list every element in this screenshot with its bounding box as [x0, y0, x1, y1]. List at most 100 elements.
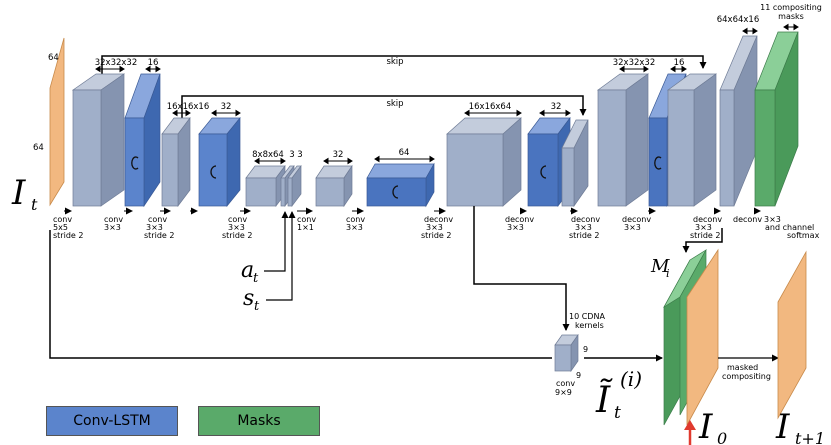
conv-lstm-block-2 — [198, 117, 241, 207]
svg-text:M: M — [650, 256, 670, 277]
masked-compositing-label-a: masked — [727, 363, 758, 372]
op-label-5a: conv — [297, 215, 316, 224]
conv-slab-pair — [280, 164, 302, 208]
svg-text:t: t — [614, 403, 621, 423]
op-label-7a: deconv — [424, 215, 453, 224]
dims-label-9: 32 — [551, 102, 562, 112]
op-label-3b: 3×3 — [146, 223, 163, 232]
masks-path-arrow — [682, 228, 723, 253]
state-label: s t — [243, 286, 260, 314]
dims-label-10: 32x32x32 — [613, 58, 656, 68]
op-label-1a: conv — [53, 215, 72, 224]
conv-block-2 — [161, 116, 191, 208]
svg-text:I: I — [11, 173, 26, 213]
conv-block-4 — [315, 164, 353, 208]
action-state-arrows — [264, 211, 296, 301]
svg-text:(i): (i) — [620, 367, 642, 391]
dims-label-5b-b: 3 — [297, 150, 302, 160]
dims-label-4: 32 — [221, 102, 232, 112]
op-label-4c: stride 2 — [222, 231, 252, 240]
action-label: a t — [241, 258, 259, 286]
skip-top-label: skip — [386, 57, 403, 67]
skip-connection-inner — [181, 95, 587, 118]
dims-label-5b-a: 3 — [289, 150, 294, 160]
mask-stack — [663, 248, 719, 426]
skip-connection-top — [101, 55, 707, 76]
op-label-2b: 3×3 — [104, 223, 121, 232]
op-label-4b: 3×3 — [228, 223, 245, 232]
op-label-8a: deconv — [505, 215, 534, 224]
mask-symbol-label: M i — [650, 256, 670, 280]
dims-label-11: 16 — [674, 58, 685, 68]
svg-text:Ĩ: Ĩ — [595, 379, 613, 421]
output-image-label: I t+1 — [775, 407, 825, 445]
input-bypass-arrow — [49, 230, 663, 362]
dims-label-12: 64x64x16 — [717, 15, 760, 25]
op-label-2a: conv — [104, 215, 123, 224]
dims-label-8: 16x16x64 — [469, 102, 512, 112]
op-label-11b: 3×3 — [695, 223, 712, 232]
svg-text:t: t — [254, 299, 260, 314]
cdna-label-a: 10 CDNA — [569, 312, 605, 321]
static-image-label: I 0 — [698, 407, 727, 445]
dims-label-2: 16 — [148, 58, 159, 68]
op-label-7c: stride 2 — [421, 231, 451, 240]
cdna-label-b: kernels — [575, 321, 604, 330]
op-label-9a: deconv — [571, 215, 600, 224]
op-label-11c: stride 2 — [690, 231, 720, 240]
deconv-block-2 — [561, 119, 589, 208]
masked-compositing-label-b: compositing — [722, 372, 771, 381]
cdna-dim-right: 9 — [583, 345, 588, 354]
input-image-slab — [49, 37, 65, 207]
op-label-3c: stride 2 — [144, 231, 174, 240]
cdna-conv-label-b: 9×9 — [555, 388, 572, 397]
conv-block-1 — [71, 73, 126, 207]
static-image-arrow — [684, 420, 696, 445]
svg-text:t: t — [31, 195, 38, 214]
conv-block-3 — [245, 164, 286, 208]
op-label-12a: deconv — [733, 215, 762, 224]
deconv-block-1 — [446, 117, 522, 207]
conv-lstm-block-1 — [124, 73, 161, 208]
op-label-9c: stride 2 — [569, 231, 599, 240]
cdna-kernel-block — [554, 333, 579, 373]
output-image-slab — [777, 250, 807, 420]
input-height-label: 64 — [33, 143, 44, 153]
dims-label-6: 32 — [333, 150, 344, 160]
op-label-6a: conv — [346, 215, 365, 224]
op-label-11a: deconv — [693, 215, 722, 224]
op-label-6b: 3×3 — [346, 223, 363, 232]
op-label-8b: 3×3 — [507, 223, 524, 232]
conv-lstm-block-3 — [366, 162, 435, 208]
op-label-1b: 5x5 — [53, 223, 68, 232]
svg-text:t: t — [253, 271, 259, 286]
op-label-13b: and channel — [765, 223, 814, 232]
op-label-10b: 3×3 — [624, 223, 641, 232]
masks-count-label-2: masks — [778, 12, 804, 21]
cdna-path-arrow — [473, 206, 570, 331]
svg-text:a: a — [241, 258, 254, 283]
op-label-9b: 3×3 — [575, 223, 592, 232]
op-label-7b: 3×3 — [426, 223, 443, 232]
op-label-1c: stride 2 — [53, 231, 83, 240]
deconv-block-5 — [719, 35, 758, 207]
op-label-13a: 3×3 — [764, 215, 781, 224]
deconv-block-4 — [666, 73, 718, 207]
dimension-arrows — [95, 23, 799, 165]
svg-text:s: s — [243, 286, 254, 311]
cdna-conv-label-a: conv — [556, 379, 575, 388]
transformed-images-label: Ĩ t (i) — [595, 367, 642, 423]
op-label-3a: conv — [148, 215, 167, 224]
op-label-13c: softmax — [787, 231, 820, 240]
legend-masks-label: Masks — [237, 413, 281, 429]
svg-text:t+1: t+1 — [795, 429, 825, 445]
masks-block — [754, 31, 799, 207]
cdna-dim-bottom: 9 — [576, 371, 581, 380]
legend-conv-lstm: Conv-LSTM — [46, 406, 178, 436]
operation-labels: conv 5x5 stride 2 conv 3×3 conv 3×3 stri… — [53, 215, 820, 240]
legend-conv-lstm-label: Conv-LSTM — [73, 413, 151, 429]
op-label-10a: deconv — [622, 215, 651, 224]
svg-text:i: i — [666, 267, 670, 280]
legend-masks: Masks — [198, 406, 320, 436]
